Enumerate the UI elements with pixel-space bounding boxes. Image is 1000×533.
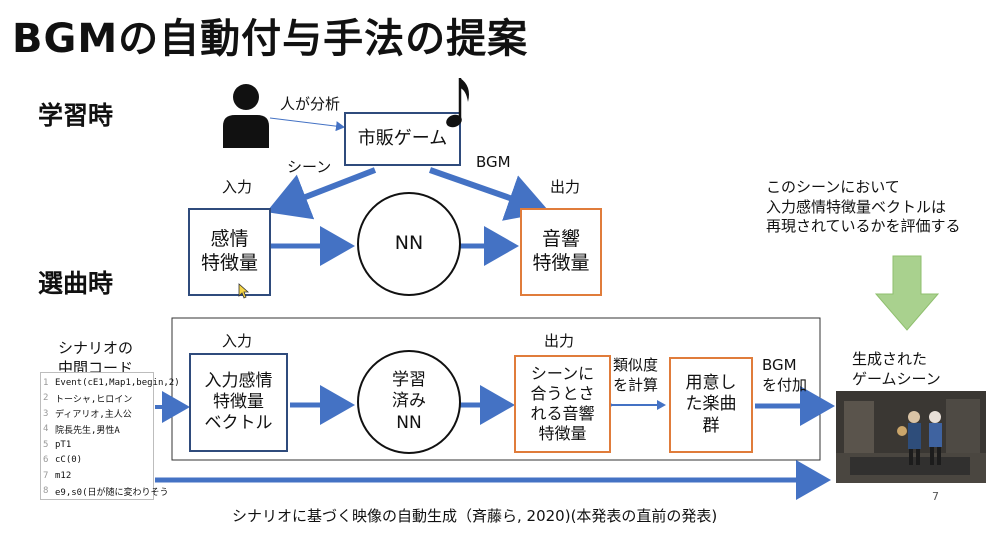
section-learning: 学習時 bbox=[38, 101, 114, 130]
bgm-label: BGM bbox=[476, 153, 511, 171]
game-box: 市販ゲーム bbox=[344, 112, 461, 166]
evaluation-note: このシーンにおいて 入力感情特徴量ベクトルは 再現されているかを評価する bbox=[766, 178, 961, 235]
learning-output-label: 出力 bbox=[550, 178, 581, 196]
footnote: シナリオに基づく映像の自動生成（斉藤ら, 2020)(本発表の直前の発表) bbox=[232, 507, 718, 525]
human-analysis-label: 人が分析 bbox=[280, 95, 341, 113]
game-scene-image bbox=[836, 391, 986, 483]
cursor-icon bbox=[238, 283, 250, 299]
person-icon bbox=[223, 84, 269, 148]
prepared-songs-box: 用意し た楽曲 群 bbox=[669, 357, 753, 453]
nn-node: NN bbox=[357, 192, 461, 296]
page-number: 7 bbox=[932, 490, 939, 503]
scene-label: シーン bbox=[287, 158, 332, 176]
generated-scene-label: 生成された ゲームシーン bbox=[852, 350, 941, 388]
page-title: BGMの自動付与手法の提案 bbox=[12, 16, 529, 62]
selection-input-label: 入力 bbox=[222, 332, 253, 350]
music-note-icon bbox=[446, 78, 469, 128]
trained-nn-node: 学習 済み NN bbox=[357, 350, 461, 454]
add-bgm-label: BGM を付加 bbox=[762, 356, 808, 394]
section-selection: 選曲時 bbox=[38, 269, 114, 298]
similarity-label: 類似度 を計算 bbox=[613, 356, 659, 394]
matched-feature-box: シーンに 合うとさ れる音響 特徴量 bbox=[514, 355, 611, 453]
input-vector-box: 入力感情 特徴量 ベクトル bbox=[189, 353, 288, 452]
sound-feature-box: 音響 特徴量 bbox=[520, 208, 602, 296]
selection-output-label: 出力 bbox=[544, 332, 575, 350]
emotion-feature-box: 感情 特徴量 bbox=[188, 208, 271, 296]
learning-input-label: 入力 bbox=[222, 178, 253, 196]
